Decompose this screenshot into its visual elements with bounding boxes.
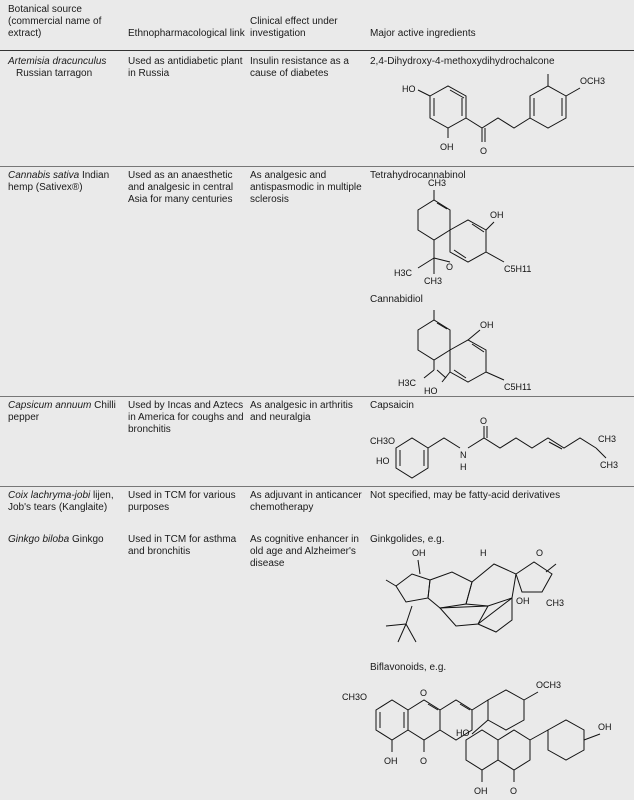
svg-text:O: O: [446, 262, 453, 272]
svg-text:OH: OH: [474, 786, 488, 796]
capsaicin-structure: CH3O HO N H O CH3 CH3: [370, 416, 618, 479]
botanical-source: Cannabis sativa Indian hemp (Sativex®): [8, 170, 123, 194]
table-row: Ginkgo biloba Ginkgo Used in TCM for ast…: [0, 530, 634, 800]
clinical-effect: As analgesic in arthritis and neuralgia: [250, 400, 353, 423]
ingredient-name: Biflavonoids, e.g.: [370, 662, 447, 673]
svg-text:HO: HO: [456, 728, 470, 738]
header-rule: [0, 50, 634, 51]
botanical-source: Artemisia dracunculus Russian tarragon: [8, 56, 123, 80]
ingredient-name: Not specified, may be fatty-acid derivat…: [370, 490, 561, 501]
svg-text:OH: OH: [490, 210, 504, 220]
common-name: lijen, Job's tears (Kanglaite): [8, 490, 114, 513]
svg-text:OH: OH: [480, 320, 494, 330]
biflavonoid-structure: CH3O O OH O OCH3 OH HO OH O: [342, 680, 612, 796]
ingredient-name: 2,4-Dihydroxy-4-methoxydihydrochalcone: [370, 56, 555, 67]
dihydrochalcone-structure: HO OH O OCH3: [402, 74, 605, 156]
row-divider: [0, 396, 634, 397]
table-header: Botanical source (commercial name of ext…: [0, 0, 634, 50]
svg-text:O: O: [536, 548, 543, 558]
svg-text:OH: OH: [440, 142, 454, 152]
botanical-source: Capsicum annuum Chilli pepper: [8, 400, 123, 424]
svg-text:H: H: [460, 462, 467, 472]
svg-text:OH: OH: [412, 548, 426, 558]
ethno-link: Used as an anaesthetic and analgesic in …: [128, 170, 234, 205]
botanical-source: Coix lachryma-jobi lijen, Job's tears (K…: [8, 490, 123, 514]
common-name: Chilli pepper: [8, 400, 116, 423]
cbd-structure: H3C OH HO C5H11: [398, 310, 531, 396]
svg-text:O: O: [480, 146, 487, 156]
header-botanical-source: Botanical source (commercial name of ext…: [8, 4, 102, 39]
ethno-link: Used as antidiabetic plant in Russia: [128, 56, 243, 79]
clinical-effect: As analgesic and antispasmodic in multip…: [250, 170, 362, 205]
species-name: Artemisia dracunculus: [8, 56, 107, 67]
row-divider: [0, 486, 634, 487]
clinical-effect: Insulin resistance as a cause of diabete…: [250, 56, 349, 79]
svg-text:O: O: [480, 416, 487, 426]
ingredient-name: Tetrahydrocannabinol: [370, 170, 466, 181]
svg-text:HO: HO: [376, 456, 390, 466]
svg-text:CH3: CH3: [600, 460, 618, 470]
svg-text:N: N: [460, 450, 467, 460]
header-active-ingredients: Major active ingredients: [370, 28, 476, 39]
ethno-link: Used in TCM for asthma and bronchitis: [128, 534, 237, 557]
svg-text:C5H11: C5H11: [504, 264, 531, 274]
svg-text:H: H: [480, 548, 487, 558]
svg-text:CH3: CH3: [598, 434, 616, 444]
common-name: Indian hemp (Sativex®): [8, 170, 110, 193]
svg-text:O: O: [510, 786, 517, 796]
svg-text:CH3O: CH3O: [342, 692, 367, 702]
svg-text:C5H11: C5H11: [504, 382, 531, 392]
clinical-effect: As adjuvant in anticancer chemotherapy: [250, 490, 362, 513]
species-name: Coix lachryma-jobi: [8, 490, 91, 501]
table-row: Cannabis sativa Indian hemp (Sativex®) U…: [0, 166, 634, 396]
svg-text:CH3: CH3: [424, 276, 442, 286]
species-name: Capsicum annuum: [8, 400, 92, 411]
svg-text:OH: OH: [516, 596, 530, 606]
svg-text:H3C: H3C: [398, 378, 417, 388]
thc-structure: CH3 OH O H3C CH3 C5H11: [394, 178, 531, 286]
species-name: Cannabis sativa: [8, 170, 80, 181]
svg-text:OCH3: OCH3: [536, 680, 561, 690]
header-clinical-effect: Clinical effect under investigation: [250, 16, 338, 39]
svg-text:HO: HO: [424, 386, 438, 396]
svg-text:O: O: [420, 756, 427, 766]
common-name: Russian tarragon: [16, 68, 93, 79]
species-name: Ginkgo biloba: [8, 534, 70, 545]
ingredient-name: Capsaicin: [370, 400, 414, 411]
table-row: Capsicum annuum Chilli pepper Used by In…: [0, 396, 634, 486]
svg-text:CH3: CH3: [428, 178, 446, 188]
botanical-source: Ginkgo biloba Ginkgo: [8, 534, 123, 546]
svg-text:OH: OH: [598, 722, 612, 732]
ingredient-name: Ginkgolides, e.g.: [370, 534, 445, 545]
table-row: Artemisia dracunculus Russian tarragon U…: [0, 56, 634, 166]
svg-text:O: O: [420, 688, 427, 698]
svg-text:CH3O: CH3O: [370, 436, 395, 446]
ethno-link: Used by Incas and Aztecs in America for …: [128, 400, 244, 435]
table-row: Coix lachryma-jobi lijen, Job's tears (K…: [0, 486, 634, 526]
svg-text:OH: OH: [384, 756, 398, 766]
clinical-effect: As cognitive enhancer in old age and Alz…: [250, 534, 359, 569]
ginkgolide-structure: OH H O CH3 OH: [385, 548, 564, 643]
common-name: Ginkgo: [71, 534, 104, 545]
ethno-link: Used in TCM for various purposes: [128, 490, 236, 513]
svg-text:H3C: H3C: [394, 268, 413, 278]
svg-text:OCH3: OCH3: [580, 76, 605, 86]
header-ethnopharmacological-link: Ethnopharmacological link: [128, 28, 245, 39]
row-divider: [0, 166, 634, 167]
svg-text:CH3: CH3: [546, 598, 564, 608]
svg-text:HO: HO: [402, 84, 416, 94]
ingredient-name: Cannabidiol: [370, 294, 423, 305]
